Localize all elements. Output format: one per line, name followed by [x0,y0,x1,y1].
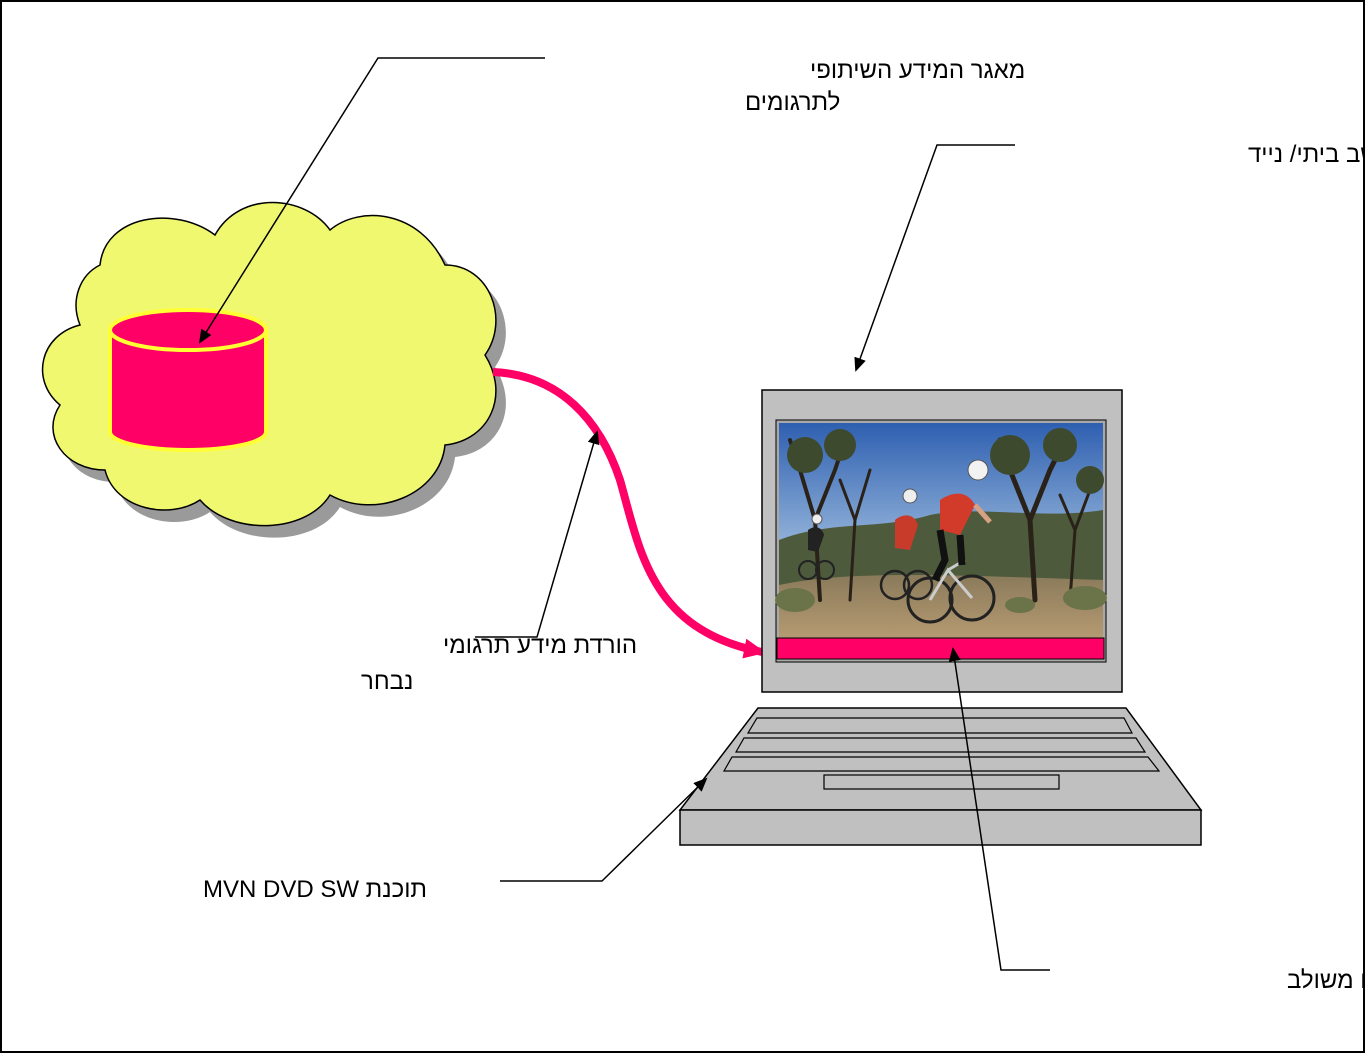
keyboard-row-2 [734,737,1147,753]
label-download-line2: נבחר [361,668,413,695]
callout-line-download [475,430,600,638]
database-cylinder-icon [108,308,268,452]
cyclist-back [798,513,835,580]
mountain-bikers-photo [775,423,1107,638]
cyclist-middle [879,488,934,601]
callout-line-software [500,777,708,882]
label-database-line1: מאגר המידע השיתופי [810,57,1025,84]
callout-line-computer [854,144,1015,372]
download-arrow [492,368,766,659]
keyboard-row-1 [746,717,1133,734]
laptop-icon [678,389,1203,846]
laptop-touchpad [823,774,1060,790]
cyclist-front [906,459,996,624]
subtitle-bar [776,637,1105,660]
laptop-base-front [679,809,1202,846]
label-computer: מחשב ביתי/ נייד [1248,141,1365,168]
keyboard-row-3 [722,756,1161,772]
callout-line-subtitle [948,647,1050,971]
label-database-line2: לתרגומים [745,89,840,116]
label-download-line1: הורדת מידע תרגומי [443,632,637,659]
callout-line-database [198,57,545,344]
label-subtitle-bar: פס תרגום משולב [1287,967,1365,994]
label-software: MVN DVD SW תוכנת [203,876,427,903]
